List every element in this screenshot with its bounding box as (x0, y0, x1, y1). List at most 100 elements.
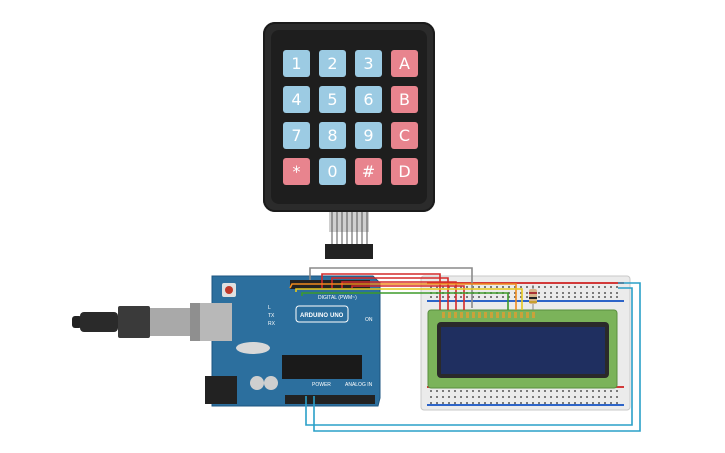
atmega-chip (282, 355, 362, 379)
keypad-key[interactable]: 0 (319, 158, 346, 185)
breadboard-hole (478, 402, 480, 404)
breadboard-hole (544, 396, 546, 398)
breadboard-hole (478, 296, 480, 298)
breadboard-hole (508, 396, 510, 398)
breadboard-hole (610, 396, 612, 398)
breadboard-hole (598, 390, 600, 392)
breadboard-hole (544, 402, 546, 404)
keypad-ribbon-cable (325, 212, 373, 259)
keypad-key[interactable]: C (391, 122, 418, 149)
breadboard-hole (520, 390, 522, 392)
keypad-key[interactable]: 9 (355, 122, 382, 149)
power-label: POWER (312, 382, 331, 388)
breadboard-hole (598, 286, 600, 288)
arduino-uno-board[interactable]: ARDUINO UNO DIGITAL (PWM~) POWER ANALOG … (200, 275, 381, 407)
breadboard-hole (466, 396, 468, 398)
breadboard-hole (436, 390, 438, 392)
breadboard-hole (496, 390, 498, 392)
breadboard-hole (436, 286, 438, 288)
breadboard-hole (436, 396, 438, 398)
wires[interactable] (289, 267, 641, 432)
breadboard-hole (562, 402, 564, 404)
breadboard-hole (502, 296, 504, 298)
breadboard-hole (484, 390, 486, 392)
breadboard-hole (502, 402, 504, 404)
power-analog-header (285, 395, 375, 404)
breadboard-hole (562, 396, 564, 398)
breadboard-hole (574, 292, 576, 294)
breadboard-hole (574, 402, 576, 404)
l-label: L (268, 305, 271, 311)
breadboard-hole (550, 292, 552, 294)
breadboard-hole (448, 296, 450, 298)
breadboard-hole (538, 296, 540, 298)
usb-cable[interactable] (72, 303, 218, 341)
breadboard-hole (508, 292, 510, 294)
keypad-header-connector[interactable] (325, 244, 373, 259)
wire-orange (289, 283, 517, 310)
breadboard-hole (532, 390, 534, 392)
breadboard-hole (430, 286, 432, 288)
breadboard-hole (442, 296, 444, 298)
keypad-key[interactable]: A (391, 50, 418, 77)
breadboard-hole (502, 390, 504, 392)
keypad-key[interactable]: 2 (319, 50, 346, 77)
breadboard-hole (526, 292, 528, 294)
breadboard-hole (592, 402, 594, 404)
keypad-key[interactable]: 5 (319, 86, 346, 113)
resistor[interactable] (529, 285, 537, 310)
crystal (236, 342, 270, 354)
breadboard-hole (562, 286, 564, 288)
wire-red-4 (351, 285, 465, 310)
breadboard-hole (466, 296, 468, 298)
breadboard-hole (580, 292, 582, 294)
keypad-key[interactable]: 8 (319, 122, 346, 149)
breadboard-hole (580, 296, 582, 298)
breadboard-hole (550, 402, 552, 404)
breadboard-hole (616, 390, 618, 392)
breadboard-hole (586, 292, 588, 294)
breadboard-hole (442, 286, 444, 288)
keypad-key[interactable]: 4 (283, 86, 310, 113)
breadboard-hole (484, 402, 486, 404)
breadboard-hole (508, 286, 510, 288)
breadboard-hole (448, 396, 450, 398)
keypad-key[interactable]: 1 (283, 50, 310, 77)
arduino-logo (295, 305, 349, 323)
breadboard-hole (604, 296, 606, 298)
breadboard-hole (532, 402, 534, 404)
keypad-key[interactable]: 7 (283, 122, 310, 149)
breadboard-hole (490, 296, 492, 298)
breadboard-hole (604, 402, 606, 404)
keypad-key[interactable]: # (355, 158, 382, 185)
keypad-key[interactable]: B (391, 86, 418, 113)
breadboard-hole (550, 296, 552, 298)
breadboard-hole (538, 402, 540, 404)
breadboard-hole (556, 396, 558, 398)
rx-label: RX (268, 321, 276, 327)
breadboard-hole (532, 396, 534, 398)
keypad-key[interactable]: D (391, 158, 418, 185)
keypad-4x4[interactable]: 1 2 3 A 4 5 6 B 7 8 9 C * 0 # D (263, 22, 435, 212)
breadboard-hole (580, 402, 582, 404)
keypad-key[interactable]: * (283, 158, 310, 185)
breadboard-hole (502, 396, 504, 398)
breadboard-hole (460, 296, 462, 298)
wire-yellow (295, 288, 523, 310)
analog-label: ANALOG IN (345, 382, 373, 388)
breadboard-hole (604, 390, 606, 392)
breadboard-hole (556, 292, 558, 294)
keypad-key[interactable]: 6 (355, 86, 382, 113)
breadboard-hole (526, 396, 528, 398)
keypad-key[interactable]: 3 (355, 50, 382, 77)
breadboard-hole (556, 296, 558, 298)
power-jack (205, 376, 237, 404)
breadboard-hole (484, 396, 486, 398)
breadboard-hole (616, 292, 618, 294)
breadboard-hole (490, 396, 492, 398)
breadboard-hole (472, 296, 474, 298)
lcd-16x2[interactable] (427, 309, 618, 389)
wire-red-2 (331, 277, 449, 310)
breadboard-hole (610, 292, 612, 294)
breadboard-hole (508, 296, 510, 298)
